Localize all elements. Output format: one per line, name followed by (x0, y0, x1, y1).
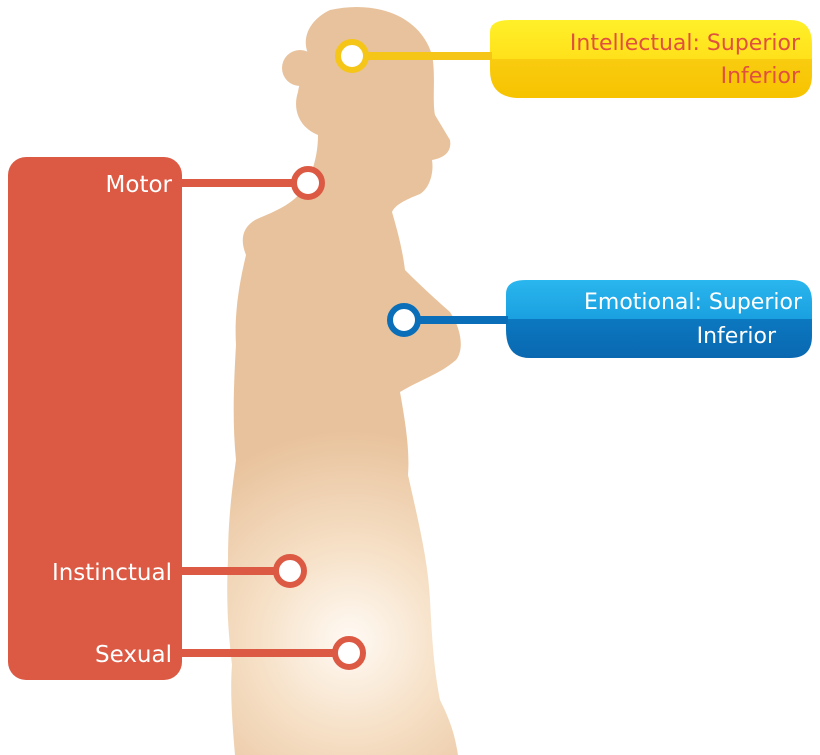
intellectual-label-box (490, 20, 812, 98)
intellectual-primary-label: Intellectual: Superior (570, 31, 801, 56)
lower-centers-bar (8, 157, 182, 680)
instinctual-node (273, 554, 307, 588)
motor-label: Motor (106, 172, 173, 198)
motor-node (291, 166, 325, 200)
emotional-node (387, 303, 421, 337)
sexual-label: Sexual (95, 642, 172, 668)
instinctual-label: Instinctual (52, 560, 172, 586)
emotional-secondary-label: Inferior (697, 324, 777, 349)
intellectual-node (335, 39, 369, 73)
sexual-node (332, 636, 366, 670)
emotional-label-box (506, 280, 812, 358)
intellectual-secondary-label: Inferior (721, 64, 801, 89)
emotional-primary-label: Emotional: Superior (584, 290, 803, 315)
hair-bun (282, 50, 318, 86)
